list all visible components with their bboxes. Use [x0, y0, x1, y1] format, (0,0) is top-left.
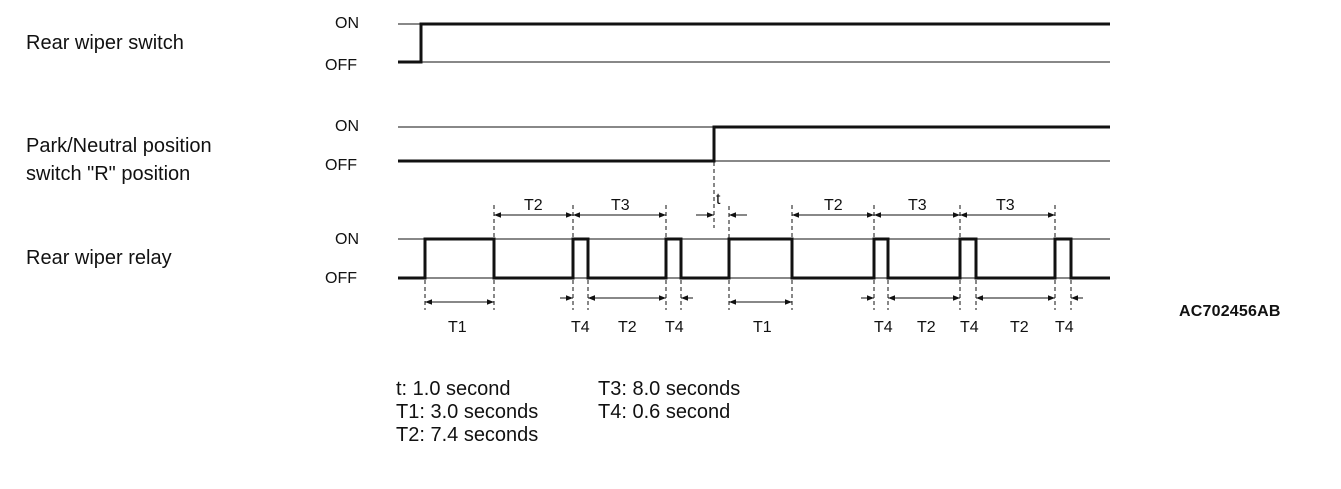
timing-label-t: t: [716, 191, 721, 208]
legend-column-1: t: 1.0 second T1: 3.0 seconds T2: 7.4 se…: [396, 378, 538, 447]
label-rear-wiper-switch: Rear wiper switch: [26, 29, 184, 57]
timing-label-t2: T2: [824, 197, 843, 214]
label-line: switch "R" position: [26, 163, 191, 185]
legend-column-2: T3: 8.0 seconds T4: 0.6 second: [598, 378, 740, 424]
timing-label-t4: T4: [571, 319, 590, 336]
label-rear-wiper-relay: Rear wiper relay: [26, 244, 172, 272]
label-line: Rear wiper switch: [26, 32, 184, 54]
timing-label-t1: T1: [448, 319, 467, 336]
timing-label-t4: T4: [1055, 319, 1074, 336]
timing-label-t4: T4: [665, 319, 684, 336]
park-off-level: OFF: [325, 157, 357, 174]
timing-label-t3: T3: [908, 197, 927, 214]
label-line: Park/Neutral position: [26, 135, 212, 157]
relay-off-level: OFF: [325, 270, 357, 287]
timing-label-t4: T4: [874, 319, 893, 336]
label-line: Rear wiper relay: [26, 247, 172, 269]
timing-label-t4: T4: [960, 319, 979, 336]
switch-on-level: ON: [335, 15, 359, 32]
timing-label-t1: T1: [753, 319, 772, 336]
legend-item: t: 1.0 second: [396, 378, 511, 400]
legend-item: T2: 7.4 seconds: [396, 424, 539, 446]
legend-item: T1: 3.0 seconds: [396, 401, 539, 423]
legend-item: T4: 0.6 second: [598, 401, 731, 423]
timing-label-t3: T3: [996, 197, 1015, 214]
diagram-id: AC702456AB: [1179, 303, 1281, 320]
switch-off-level: OFF: [325, 57, 357, 74]
timing-label-t3: T3: [611, 197, 630, 214]
legend-item: T3: 8.0 seconds: [598, 378, 741, 400]
timing-label-t2: T2: [917, 319, 936, 336]
timing-label-t2: T2: [618, 319, 637, 336]
timing-label-t2: T2: [524, 197, 543, 214]
label-park-neutral-switch: Park/Neutral position switch "R" positio…: [26, 132, 212, 188]
park-neutral-switch-waveform: [398, 125, 1110, 163]
rear-wiper-relay-waveform: [398, 237, 1110, 280]
park-on-level: ON: [335, 118, 359, 135]
rear-wiper-switch-waveform: [398, 22, 1110, 64]
relay-on-level: ON: [335, 231, 359, 248]
timing-label-t2: T2: [1010, 319, 1029, 336]
